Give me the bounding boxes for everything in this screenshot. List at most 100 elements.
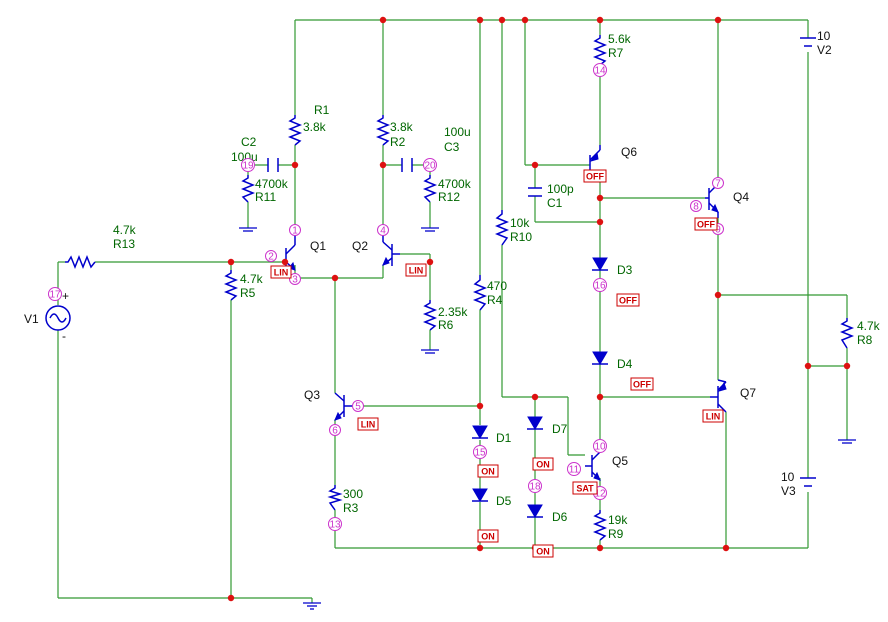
resistor-r10 [494, 210, 510, 246]
diodes [472, 257, 608, 518]
svg-text:OFF: OFF [697, 220, 715, 230]
svg-text:11: 11 [569, 465, 580, 476]
svg-text:ON: ON [481, 467, 495, 477]
ground-icon [239, 227, 257, 232]
label-r5-value: 4.7k [240, 272, 264, 286]
resistor-r6 [422, 300, 438, 331]
svg-text:ON: ON [536, 547, 550, 557]
source-v1: + - [45, 289, 71, 343]
node-marker: 14 [593, 63, 607, 77]
diode-d3 [592, 257, 608, 271]
svg-text:SAT: SAT [576, 484, 594, 494]
state-badge-q7: LIN [702, 409, 724, 423]
state-badge-d3: OFF [616, 293, 640, 307]
label-v1-name: V1 [24, 312, 39, 326]
node-marker: 20 [423, 158, 437, 172]
svg-text:LIN: LIN [409, 266, 424, 276]
svg-text:8: 8 [693, 202, 699, 213]
svg-text:16: 16 [594, 281, 606, 292]
label-v3-name: V3 [781, 484, 796, 498]
ground-icon [303, 602, 321, 610]
svg-text:17: 17 [49, 290, 61, 301]
label-v3-value: 10 [781, 470, 795, 484]
node-marker: 19 [241, 158, 255, 172]
diode-d1 [472, 425, 488, 439]
node-marker: 16 [593, 278, 607, 292]
capacitor-c3 [401, 158, 413, 172]
label-r9-value: 19k [608, 513, 628, 527]
label-q3-name: Q3 [304, 388, 320, 402]
label-r11-value: 4700k [255, 177, 289, 191]
node-marker: 1 [289, 224, 301, 237]
label-q4-name: Q4 [733, 190, 749, 204]
label-r3-value: 300 [343, 487, 363, 501]
label-q5-name: Q5 [612, 454, 628, 468]
label-c1-value: 100p [547, 182, 574, 196]
label-c3-value: 100u [444, 125, 471, 139]
state-badges: LIN LIN LIN OFF OFF OFF OFF LIN SAT ON O… [270, 169, 724, 558]
svg-text:OFF: OFF [586, 172, 604, 182]
label-r3-name: R3 [343, 501, 359, 515]
node-marker: 7 [712, 177, 724, 190]
resistor-r8 [839, 318, 855, 349]
node-marker: 5 [352, 400, 364, 413]
label-r12-name: R12 [438, 190, 460, 204]
svg-text:14: 14 [594, 66, 606, 77]
label-c1-name: C1 [547, 196, 563, 210]
component-labels: R1 3.8k 3.8k R2 C2 100u 100u C3 4700k R1… [24, 29, 881, 541]
svg-text:-: - [62, 329, 66, 343]
state-badge-d5: ON [477, 529, 499, 543]
label-d5-name: D5 [496, 494, 512, 508]
state-badge-d1: ON [477, 464, 499, 478]
label-r8-name: R8 [857, 333, 873, 347]
label-r6-value: 2.35k [438, 305, 468, 319]
label-d7-name: D7 [552, 422, 568, 436]
resistor-r12 [422, 175, 438, 203]
node-marker: 8 [690, 200, 702, 213]
ground-icon [838, 439, 856, 444]
label-r7-name: R7 [608, 46, 624, 60]
label-r2-name: R2 [390, 135, 406, 149]
svg-text:ON: ON [481, 532, 495, 542]
resistors [65, 35, 855, 541]
resistor-r3 [327, 485, 343, 511]
svg-text:1: 1 [292, 226, 298, 237]
state-badge-q1: LIN [270, 265, 292, 279]
label-d3-name: D3 [617, 263, 633, 277]
svg-text:LIN: LIN [274, 268, 289, 278]
label-c3-name: C3 [444, 140, 460, 154]
transistor-q7 [710, 379, 727, 413]
resistor-r11 [240, 175, 256, 203]
label-r4-name: R4 [487, 293, 503, 307]
label-r13-name: R13 [113, 237, 135, 251]
resistor-r4 [472, 275, 488, 311]
node-marker: 10 [593, 439, 607, 453]
diode-d4 [592, 351, 608, 365]
label-r2-value: 3.8k [390, 120, 414, 134]
node-marker: 4 [377, 224, 389, 237]
resistor-r5 [223, 270, 239, 301]
svg-text:LIN: LIN [361, 420, 376, 430]
svg-text:3: 3 [292, 275, 298, 286]
svg-text:15: 15 [474, 448, 486, 459]
transistor-q5 [585, 451, 601, 481]
svg-text:2: 2 [268, 252, 274, 263]
label-r12-value: 4700k [438, 177, 472, 191]
label-q2-name: Q2 [352, 239, 368, 253]
diode-d5 [472, 488, 488, 502]
node-marker: 2 [265, 250, 277, 263]
label-r8-value: 4.7k [857, 319, 881, 333]
state-badge-d7: ON [532, 457, 554, 471]
source-v3 [800, 477, 816, 487]
svg-text:+: + [62, 289, 69, 303]
svg-text:12: 12 [594, 489, 606, 500]
label-v2-name: V2 [817, 43, 832, 57]
resistor-r13 [65, 254, 96, 270]
state-badge-q5: SAT [572, 481, 598, 495]
label-d4-name: D4 [617, 357, 633, 371]
svg-text:5: 5 [355, 402, 361, 413]
junctions [227, 16, 851, 602]
svg-text:18: 18 [529, 482, 541, 493]
svg-text:7: 7 [715, 179, 721, 190]
